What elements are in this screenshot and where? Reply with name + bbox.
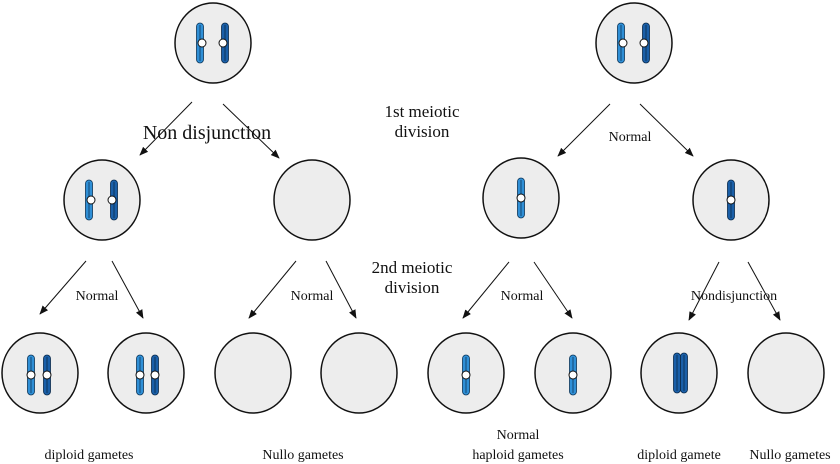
gamete-diploid-3 xyxy=(640,332,718,414)
caption-nullo-gametes-right: Nullo gametes xyxy=(749,448,830,463)
secondary-cell-left-diploid xyxy=(63,159,141,241)
caption-normal-haploid-line2: haploid gametes xyxy=(472,448,563,463)
label-nondisjunction-first: Non disjunction xyxy=(143,122,271,144)
secondary-cell-left-empty xyxy=(273,159,351,241)
caption-diploid-gamete: diploid gamete xyxy=(637,448,721,463)
gamete-haploid-2 xyxy=(534,332,612,414)
caption-normal-haploid-line1: Normal xyxy=(497,428,540,443)
parent-cell-right xyxy=(595,2,673,84)
secondary-cell-right-haploid-dark xyxy=(692,159,770,241)
label-second-division-line1: 2nd meiotic xyxy=(372,258,453,277)
arrow-second-d2 xyxy=(747,261,781,321)
label-normal-second-b: Normal xyxy=(291,289,334,304)
arrow-second-d1 xyxy=(688,261,720,321)
gamete-diploid-1 xyxy=(1,332,79,414)
label-second-division-line2: division xyxy=(385,278,440,297)
arrow-second-c2 xyxy=(533,261,573,319)
gamete-nullo-3 xyxy=(747,332,825,414)
gamete-diploid-2 xyxy=(107,332,185,414)
gamete-nullo-2 xyxy=(320,332,398,414)
label-normal-second-c: Normal xyxy=(501,289,544,304)
arrow-second-c1 xyxy=(462,261,510,319)
arrow-right-to-secondary-1 xyxy=(557,103,611,157)
label-normal-first-right: Normal xyxy=(609,130,652,145)
arrow-right-to-secondary-2 xyxy=(639,103,694,157)
label-normal-second-a: Normal xyxy=(76,289,119,304)
label-first-division-line2: division xyxy=(395,122,450,141)
arrow-second-b2 xyxy=(325,260,357,319)
parent-cell-left xyxy=(174,2,252,84)
caption-diploid-gametes: diploid gametes xyxy=(44,448,133,463)
label-nondisjunction-second: Nondisjunction xyxy=(691,289,777,304)
arrow-second-a2 xyxy=(111,260,144,319)
arrow-left-to-secondary-1 xyxy=(139,101,193,156)
gamete-haploid-1 xyxy=(427,332,505,414)
secondary-cell-right-haploid-light xyxy=(482,157,560,239)
arrow-second-a1 xyxy=(39,260,87,315)
label-first-division-line1: 1st meiotic xyxy=(384,102,460,121)
gamete-nullo-1 xyxy=(214,332,292,414)
caption-nullo-gametes-left: Nullo gametes xyxy=(262,448,343,463)
arrow-left-to-secondary-2 xyxy=(222,103,280,159)
arrow-second-b1 xyxy=(248,260,297,319)
